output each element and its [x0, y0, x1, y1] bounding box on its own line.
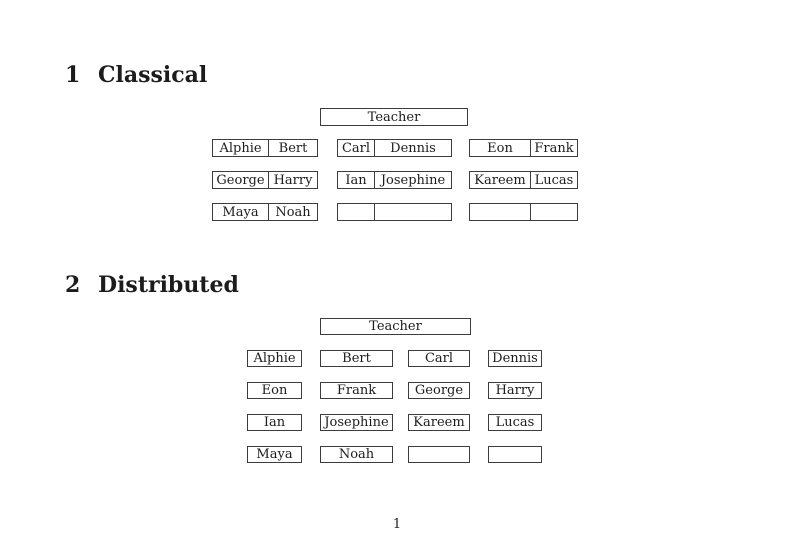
page-number: 1 — [392, 517, 402, 532]
section-number: 1 — [65, 62, 81, 88]
teacher-box-classical: Teacher — [320, 108, 468, 126]
desk-seat: Noah — [275, 204, 311, 220]
desk-seat: Alphie — [213, 140, 269, 156]
desk-seat: Lucas — [534, 172, 574, 188]
seat: Maya — [247, 446, 302, 463]
desk-seat: Maya — [213, 204, 269, 220]
section-heading-classical: 1 Classical — [65, 64, 207, 86]
desk — [337, 203, 452, 221]
desk: Maya Noah — [212, 203, 318, 221]
section-number: 2 — [65, 272, 81, 298]
seat: Harry — [488, 382, 542, 399]
desk-seat-empty — [375, 204, 451, 220]
seat: Ian — [247, 414, 302, 431]
desk-seat: Kareem — [470, 172, 531, 188]
desk: Ian Josephine — [337, 171, 452, 189]
seat-empty — [408, 446, 470, 463]
seat: Carl — [408, 350, 470, 367]
seat: Noah — [320, 446, 393, 463]
desk — [469, 203, 578, 221]
seat: Eon — [247, 382, 302, 399]
desk-seat-empty — [531, 204, 577, 220]
seat: Alphie — [247, 350, 302, 367]
desk-seat: George — [213, 172, 269, 188]
desk-seat-empty — [470, 204, 531, 220]
section-title: Distributed — [98, 272, 239, 298]
desk: George Harry — [212, 171, 318, 189]
teacher-box-distributed: Teacher — [320, 318, 471, 335]
desk-seat: Bert — [278, 140, 308, 156]
desk-seat: Dennis — [390, 140, 436, 156]
section-heading-distributed: 2 Distributed — [65, 274, 239, 296]
desk-seat: Carl — [338, 140, 375, 156]
desk-seat: Frank — [534, 140, 574, 156]
desk: Eon Frank — [469, 139, 578, 157]
desk-seat: Eon — [470, 140, 531, 156]
desk: Alphie Bert — [212, 139, 318, 157]
section-title: Classical — [98, 62, 208, 88]
desk: Kareem Lucas — [469, 171, 578, 189]
seat: Dennis — [488, 350, 542, 367]
seat: Bert — [320, 350, 393, 367]
seat: Frank — [320, 382, 393, 399]
desk: Carl Dennis — [337, 139, 452, 157]
seat: Kareem — [408, 414, 470, 431]
desk-seat: Ian — [338, 172, 375, 188]
desk-seat-empty — [338, 204, 375, 220]
seat-empty — [488, 446, 542, 463]
seat: Lucas — [488, 414, 542, 431]
seat: Josephine — [320, 414, 393, 431]
seat: George — [408, 382, 470, 399]
desk-seat: Josephine — [380, 172, 446, 188]
desk-seat: Harry — [273, 172, 313, 188]
